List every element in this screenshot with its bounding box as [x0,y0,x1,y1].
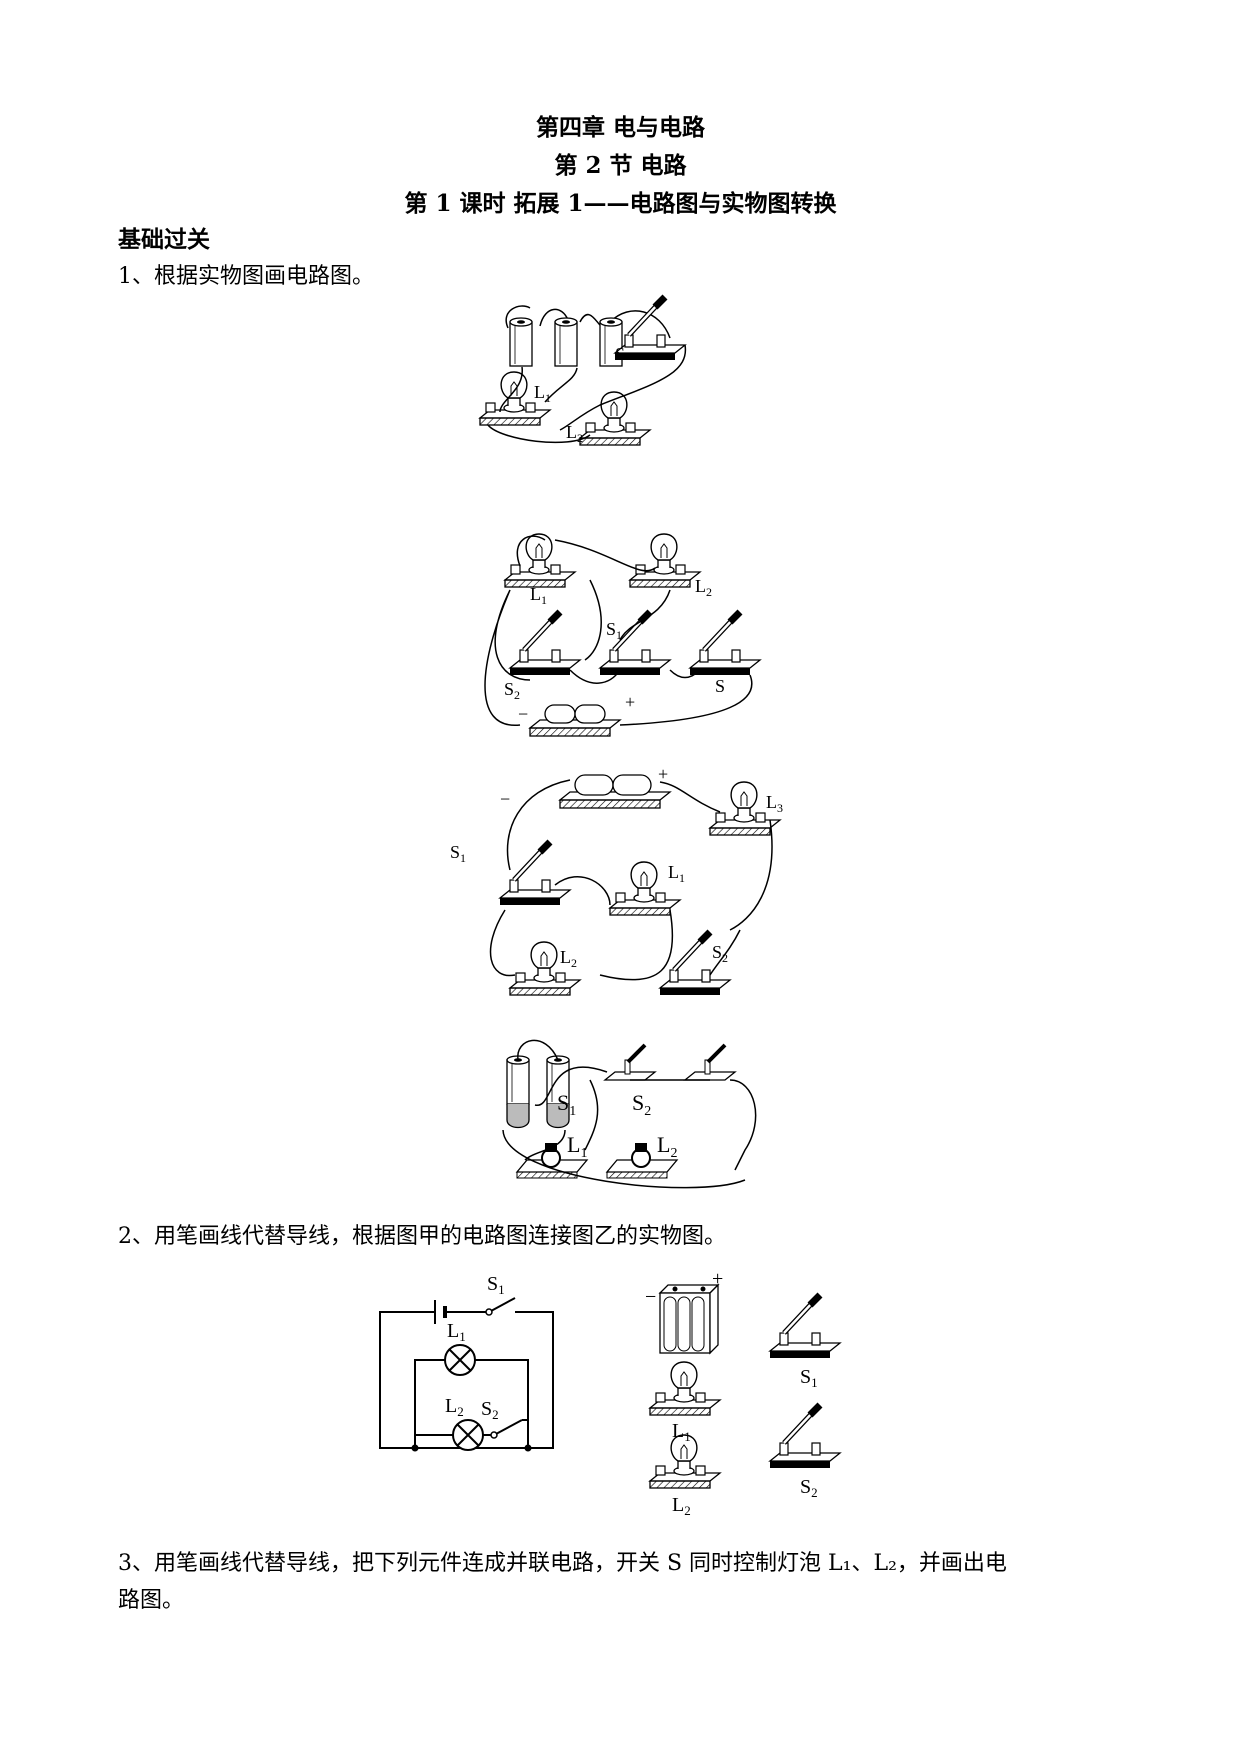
fig4-label-s1: S [557,1090,569,1115]
fig4-label-s1-sub: 1 [569,1104,576,1119]
fig3-label-s2-sub: 2 [722,951,728,965]
section-heading: 基础过关 [118,226,210,253]
fig3-label-s2: S [712,942,722,962]
fig4-label-s2-sub: 2 [644,1104,651,1119]
fig2-label-l1: L [530,584,541,604]
fig2-label-s1: S [606,619,616,639]
schematic-label-l1-sub: 1 [459,1329,466,1344]
svg-text:L2: L2 [672,1494,691,1518]
fig2-label-s2: S [504,679,514,699]
svg-text:L1: L1 [530,584,547,607]
components-label-l1-sub: 1 [684,1429,691,1444]
fig2-label-s2-sub: 2 [514,688,520,702]
svg-text:S1: S1 [606,619,622,642]
fig2-label-plus: + [625,692,635,712]
schematic-label-s2-sub: 2 [492,1407,499,1422]
fig4-label-l2-sub: 2 [670,1146,677,1161]
svg-text:S1: S1 [450,842,466,865]
fig1-label-l2-sub: 2 [577,431,583,445]
fig3-label-l1-sub: 1 [679,871,685,885]
svg-text:L2: L2 [695,576,712,599]
schematic-label-s1-sub: 1 [498,1282,505,1297]
schematic-label-l2: L [445,1395,457,1417]
figure-1-circuit: S L1 L2 [479,300,750,446]
fig3-label-s1-sub: 1 [460,851,466,865]
fig4-label-s2: S [632,1090,644,1115]
svg-text:S2: S2 [800,1476,818,1500]
components-label-s2-sub: 2 [811,1485,818,1500]
fig1-label-l1: L [534,382,545,402]
svg-text:S1: S1 [487,1273,505,1297]
fig2-label-l2: L [695,576,706,596]
lesson-title: 第 1 课时 拓展 1——电路图与实物图转换 [404,190,837,217]
battery-box [658,1283,720,1355]
chapter-title: 第四章 电与电路 [535,114,705,141]
figure-3-circuit: − + L3 S1 L1 L2 S2 [450,764,783,990]
fig1-label-l1-sub: 1 [545,391,551,405]
components-label-l1: L [672,1420,684,1442]
svg-text:S1: S1 [557,1090,576,1119]
components-label-s1: S [800,1366,811,1388]
question-3-line-1: 3、用笔画线代替导线，把下列元件连成并联电路，开关 S 同时控制灯泡 L₁、L₂… [118,1551,1007,1576]
fig3-label-s1: S [450,842,460,862]
fig4-label-l2: L [657,1132,670,1157]
components-label-l2-sub: 2 [684,1503,691,1518]
svg-text:S2: S2 [504,679,520,702]
components-label-minus: − [645,1286,656,1308]
svg-text:L2: L2 [445,1395,464,1419]
svg-text:L2: L2 [566,422,583,445]
figure-4-circuit: S1 S2 L1 L2 [502,1039,757,1189]
figure-2-schematic: S1 L1 L2 S2 [379,1273,554,1452]
svg-text:L3: L3 [766,792,783,815]
svg-text:L1: L1 [672,1420,691,1444]
fig3-label-l2: L [560,947,571,967]
fig3-label-minus: − [500,789,510,809]
svg-text:L1: L1 [447,1320,466,1344]
svg-text:L2: L2 [657,1132,677,1161]
svg-text:L2: L2 [560,947,577,970]
components-label-s2: S [800,1476,811,1498]
svg-text:L1: L1 [567,1132,587,1161]
fig3-label-l3-sub: 3 [777,801,783,815]
svg-text:S2: S2 [481,1398,499,1422]
components-label-s1-sub: 1 [811,1375,818,1390]
svg-text:S1: S1 [800,1366,818,1390]
fig1-label-l2: L [566,422,577,442]
schematic-label-l1: L [447,1320,459,1342]
figure-2-circuit: L1 L2 S1 S2 S − + [484,533,790,737]
fig2-label-s: S [715,676,725,696]
fig4-label-l1-sub: 1 [580,1146,587,1161]
fig2-label-l1-sub: 1 [541,593,547,607]
question-2-text: 2、用笔画线代替导线，根据图甲的电路图连接图乙的实物图。 [118,1224,726,1249]
svg-text:L1: L1 [534,382,551,405]
svg-text:L1: L1 [668,862,685,885]
schematic-label-l2-sub: 2 [457,1404,464,1419]
schematic-label-s2: S [481,1398,492,1420]
fig2-label-s1-sub: 1 [616,628,622,642]
svg-text:S2: S2 [632,1090,651,1119]
fig4-label-l1: L [567,1132,580,1157]
section-title: 第 2 节 电路 [554,152,687,179]
question-3-line-2: 路图。 [118,1588,185,1613]
fig3-label-l1: L [668,862,679,882]
components-label-plus: + [712,1268,723,1290]
components-label-l2: L [672,1494,684,1516]
fig2-label-l2-sub: 2 [706,585,712,599]
schematic-label-s1: S [487,1273,498,1295]
fig3-label-l3: L [766,792,777,812]
fig2-label-minus: − [518,704,528,724]
fig3-label-l2-sub: 2 [571,956,577,970]
fig3-label-plus: + [658,764,668,784]
fig1-label-s: S [615,344,625,364]
svg-text:S2: S2 [712,942,728,965]
figure-2-components: − + S1 L1 L2 S2 [645,1268,880,1518]
question-1-text: 1、根据实物图画电路图。 [118,264,374,289]
